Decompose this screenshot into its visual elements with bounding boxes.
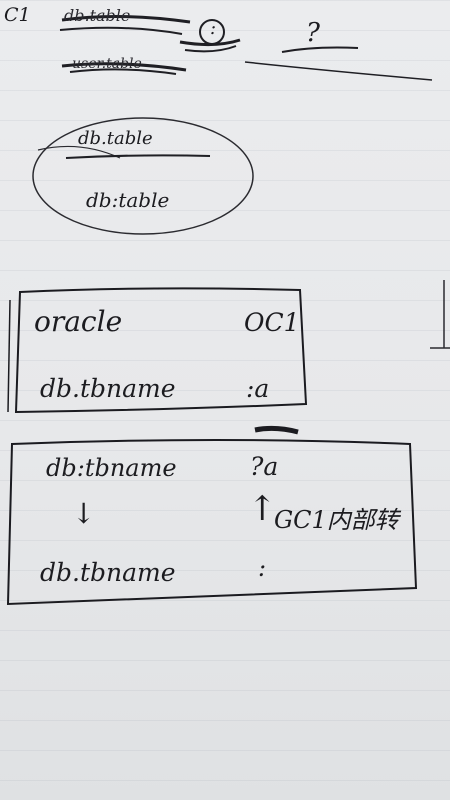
- box1-right-value: :a: [246, 374, 270, 403]
- box1-right-header: OC1: [244, 308, 300, 337]
- box2-right-bottom: :: [258, 554, 267, 582]
- box2-left-bottom: db.tbname: [40, 558, 176, 587]
- circled-note-dot: db.table: [78, 128, 153, 149]
- question-mark: ?: [306, 18, 320, 48]
- arrow-up-icon: ↑: [248, 489, 277, 529]
- annotation-gc1: GC1内部转: [274, 506, 399, 534]
- box1-left-value: db.tbname: [40, 374, 176, 403]
- circled-note-colon: db:table: [86, 188, 170, 212]
- box2-left-top: db:tbname: [46, 454, 177, 482]
- arrow-down-icon: ↓: [72, 497, 96, 530]
- smiley-marker: :: [210, 18, 217, 39]
- struck-note-2: user.table: [72, 56, 142, 72]
- note-c1: C1: [4, 4, 31, 26]
- box1-left-header: oracle: [34, 305, 123, 338]
- struck-note-1: db.table: [64, 6, 131, 25]
- box2-right-top: ?a: [250, 452, 279, 481]
